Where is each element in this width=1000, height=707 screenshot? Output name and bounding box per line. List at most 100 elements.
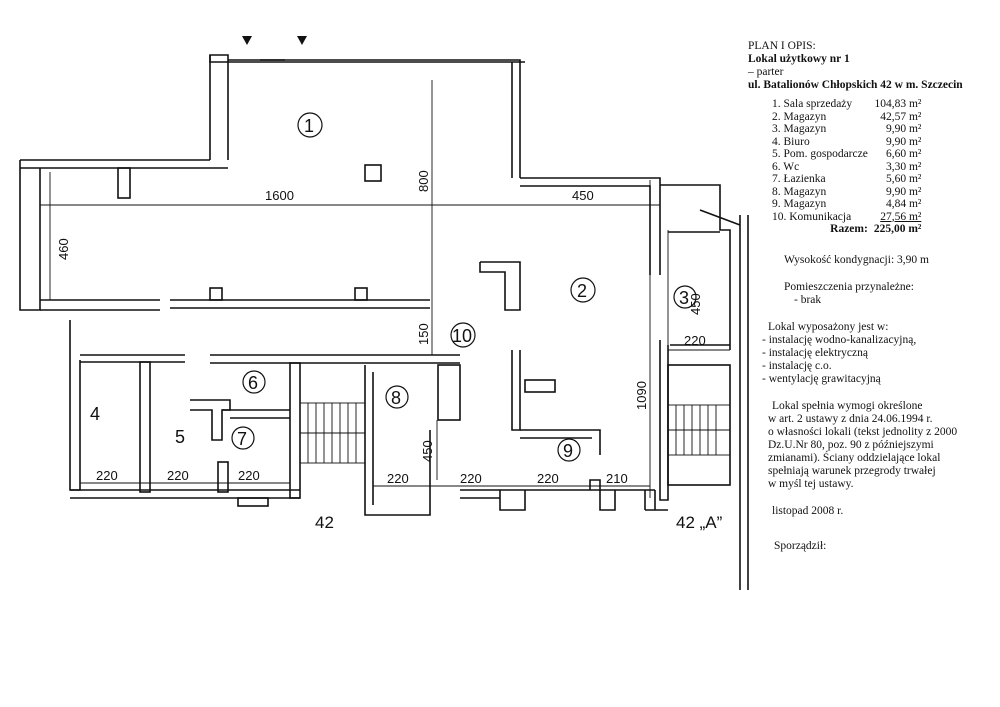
room-label: 8. Magazyn <box>772 185 827 198</box>
dim-label: 220 <box>96 468 118 483</box>
dim-label: 460 <box>56 238 71 260</box>
room-area: 6,60 m² <box>885 148 922 160</box>
height-text: Wysokość kondygnacji: 3,90 m <box>784 253 929 266</box>
room-label: 10. Komunikacja <box>772 210 852 223</box>
table-row: 9. Magazyn 4,84 m² <box>772 198 921 211</box>
room-number: 1 <box>304 116 314 136</box>
room-number: 3 <box>679 288 689 308</box>
table-row: 4. Biuro 9,90 m² <box>772 136 921 149</box>
room-label: 5. Pom. gospodarcze <box>772 148 868 160</box>
compliance-line: Dz.U.Nr 80, poz. 90 z późniejszymi <box>768 438 934 451</box>
staircase-right <box>667 404 731 456</box>
room-number: 6 <box>248 373 258 393</box>
dim-label: 220 <box>387 471 409 486</box>
total-row: Razem:225,00 m² <box>772 223 921 236</box>
date: listopad 2008 r. <box>772 504 844 517</box>
dim-label: 220 <box>537 471 559 486</box>
dim-label: 220 <box>238 468 260 483</box>
dim-label: 210 <box>606 471 628 486</box>
dimension-lines <box>40 80 730 498</box>
table-row: 5. Pom. gospodarcze 6,60 m² <box>772 148 921 161</box>
table-row: 10. Komunikacja 27,56 m² <box>772 211 921 224</box>
equipment-item: - instalację wodno-kanalizacyjną, <box>762 333 917 346</box>
floor-label: – parter <box>748 66 784 78</box>
table-row: 1. Sala sprzedaży 104,83 m² <box>772 98 921 111</box>
room-number: 4 <box>90 404 100 424</box>
table-row: 2. Magazyn 42,57 m² <box>772 111 921 124</box>
room-area: 5,60 m² <box>885 173 922 185</box>
room-label: 3. Magazyn <box>772 123 827 135</box>
dim-label: 450 <box>420 440 435 462</box>
dimension-labels: 1600 450 460 800 150 450 220 220 220 220… <box>56 170 706 486</box>
room-marker <box>450 322 476 348</box>
table-row: 6. Wc 3,30 m² <box>772 161 921 174</box>
room-area: 3,30 m² <box>885 160 922 173</box>
room-area: 9,90 m² <box>885 185 922 198</box>
room-number: 9 <box>563 441 573 461</box>
room-table: 1. Sala sprzedaży 104,83 m² 2. Magazyn 42,… <box>772 98 921 236</box>
address: ul. Batalionów Chłopskich 42 w m. Szczec… <box>748 79 963 91</box>
dim-label: 450 <box>688 293 703 315</box>
dim-label: 1600 <box>265 188 294 203</box>
staircase-left <box>299 402 366 464</box>
plan-title: PLAN I OPIS: <box>748 40 816 52</box>
room-area: 27,56 m² <box>880 210 922 223</box>
dim-label: 1090 <box>634 381 649 410</box>
author-label: Sporządził: <box>774 539 827 552</box>
table-row: 7. Łazienka 5,60 m² <box>772 173 921 186</box>
room-marker <box>242 370 266 394</box>
equipment-item: - instalację elektryczną <box>762 346 868 359</box>
annex-title: Pomieszczenia przynależne: <box>784 280 914 293</box>
dim-label: 220 <box>167 468 189 483</box>
room-number: 2 <box>577 281 587 301</box>
room-markers: 1 2 3 4 5 6 7 8 9 10 <box>90 112 697 462</box>
room-marker <box>557 438 581 462</box>
compliance-line: o własności lokali (tekst jednolity z 20… <box>768 425 958 438</box>
building-label: 42 „A” <box>676 513 723 532</box>
room-label: 4. Biuro <box>772 135 810 148</box>
entrance-marker <box>297 36 307 45</box>
entrance-marker <box>242 36 252 45</box>
compliance-line: w myśl tej ustawy. <box>768 477 854 490</box>
room-label: 9. Magazyn <box>772 198 827 210</box>
compliance-line: w art. 2 ustawy z dnia 24.06.1994 r. <box>768 412 933 425</box>
building-label: 42 <box>315 513 334 532</box>
table-row: 8. Magazyn 9,90 m² <box>772 186 921 199</box>
room-number: 10 <box>452 326 472 346</box>
room-marker <box>231 426 255 450</box>
room-label: 7. Łazienka <box>772 173 826 185</box>
room-area: 9,90 m² <box>885 123 922 135</box>
room-marker <box>673 285 697 309</box>
compliance-line: Lokal spełnia wymogi określone <box>772 399 923 412</box>
room-number: 8 <box>391 388 401 408</box>
room-number: 5 <box>175 427 185 447</box>
room-label: 6. Wc <box>772 160 800 173</box>
room-area: 4,84 m² <box>885 198 922 210</box>
equipment-item: - instalację c.o. <box>762 359 832 372</box>
equipment-item: - wentylację grawitacyjną <box>762 372 881 385</box>
dim-label: 220 <box>684 333 706 348</box>
dim-label: 800 <box>416 170 431 192</box>
room-marker <box>297 112 323 138</box>
dim-label: 220 <box>460 471 482 486</box>
compliance-line: zmianami). Ściany oddzielające lokal <box>768 451 941 464</box>
room-marker <box>385 385 409 409</box>
description-panel: PLAN I OPIS: Lokal użytkowy nr 1 – parte… <box>748 40 993 553</box>
total-label: Razem: <box>830 223 868 235</box>
room-label: 2. Magazyn <box>772 110 827 123</box>
dim-label: 450 <box>572 188 594 203</box>
dim-label: 150 <box>416 323 431 345</box>
room-marker <box>570 277 596 303</box>
table-row: 3. Magazyn 9,90 m² <box>772 123 921 136</box>
compliance-line: spełniają warunek przegrody trwałej <box>768 464 936 477</box>
room-label: 1. Sala sprzedaży <box>772 98 853 110</box>
room-area: 42,57 m² <box>880 110 922 123</box>
room-area: 104,83 m² <box>874 98 922 110</box>
room-area: 9,90 m² <box>885 135 922 148</box>
room-number: 7 <box>237 429 247 449</box>
annex-value: - brak <box>794 293 822 306</box>
equipment-title: Lokal wyposażony jest w: <box>768 320 889 333</box>
unit-name: Lokal użytkowy nr 1 <box>748 53 850 65</box>
walls <box>19 54 749 590</box>
